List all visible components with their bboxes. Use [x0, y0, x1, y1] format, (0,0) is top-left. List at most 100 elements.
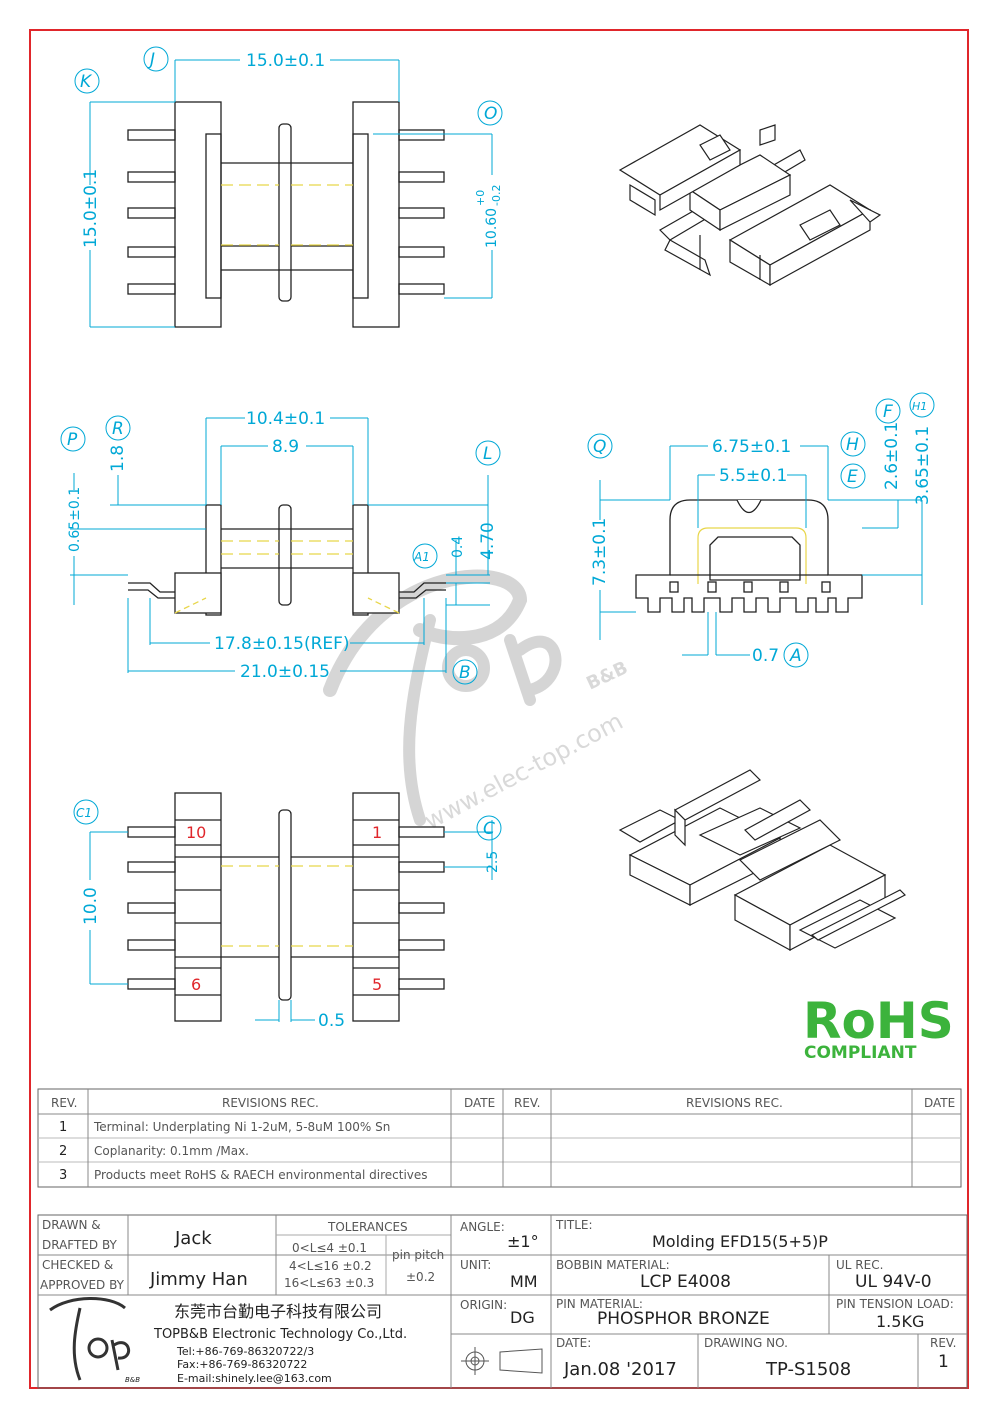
bobbin-label: BOBBIN MATERIAL:	[556, 1258, 670, 1272]
pin-pitch-label: pin pitch	[392, 1248, 444, 1262]
ul-label: UL REC.	[836, 1258, 883, 1272]
dim-side-inner: 10.4±0.1	[246, 409, 325, 429]
balloon-p: P	[60, 426, 86, 452]
date-value: Jan.08 '2017	[563, 1359, 677, 1380]
rev-row-3-num: 3	[59, 1168, 67, 1183]
top-view-dimensions	[89, 59, 493, 328]
dim-side-ref: 17.8±0.15(REF)	[214, 634, 350, 654]
origin-label: ORIGIN:	[460, 1298, 507, 1312]
pin-tension-value: 1.5KG	[876, 1312, 924, 1331]
rev-value: 1	[938, 1352, 949, 1372]
tol-1: 0<L≤4 ±0.1	[292, 1241, 367, 1255]
title-block: DRAWN & DRAFTED BY Jack CHECKED & APPROV…	[37, 1214, 968, 1389]
drawn-by: Jack	[174, 1228, 212, 1249]
balloon-b: B	[452, 659, 478, 685]
iso-view-bottom	[618, 769, 907, 952]
balloon-f: F	[875, 398, 901, 424]
top-view	[127, 101, 445, 328]
side-view	[128, 504, 446, 616]
dim-front-07: 0.7	[752, 646, 779, 666]
dim-side-89: 8.9	[272, 437, 299, 457]
ul-value: UL 94V-0	[855, 1272, 932, 1292]
company-en: TOPB&B Electronic Technology Co.,Ltd.	[153, 1327, 407, 1342]
checked-label-1: CHECKED &	[42, 1258, 113, 1272]
front-view	[635, 499, 863, 613]
rev-label: REV.	[930, 1336, 956, 1350]
tol-3: 16<L≤63 ±0.3	[284, 1276, 374, 1290]
top-view-pins-right	[398, 129, 445, 295]
unit-label: UNIT:	[460, 1258, 491, 1272]
rev-header-rev-2: REV.	[514, 1096, 540, 1110]
rev-header-date: DATE	[464, 1096, 495, 1110]
balloon-a: A	[783, 642, 809, 668]
rev-header-date-2: DATE	[924, 1096, 955, 1110]
pin-pitch-value: ±0.2	[406, 1270, 435, 1284]
bottom-view-pins-left	[127, 826, 176, 990]
dim-bottom-05: 0.5	[318, 1011, 345, 1031]
dim-top-height: 15.0±0.1	[81, 169, 101, 248]
svg-text:J: J	[147, 50, 155, 70]
bobbin-value: LCP E4008	[640, 1272, 731, 1292]
balloon-e: E	[840, 463, 866, 489]
rev-row-2-text: Coplanarity: 0.1mm /Max.	[94, 1144, 249, 1158]
svg-text:H: H	[846, 435, 859, 455]
tolerances-label: TOLERANCES	[327, 1220, 408, 1234]
title-value: Molding EFD15(5+5)P	[652, 1232, 828, 1251]
checked-label-2: APPROVED BY	[40, 1278, 125, 1292]
rohs-badge: RoHS COMPLIANT	[803, 992, 954, 1063]
rev-row-2-num: 2	[59, 1144, 67, 1159]
dim-front-55: 5.5±0.1	[719, 466, 787, 486]
dim-top-right-tol-upper: +0	[474, 190, 487, 206]
rev-header-rec-2: REVISIONS REC.	[686, 1096, 783, 1110]
svg-text:H1: H1	[912, 400, 927, 413]
svg-text:O: O	[484, 104, 497, 124]
dim-side-18: 1.8	[108, 445, 128, 472]
balloon-c1: C1	[73, 799, 99, 825]
drawing-no-value: TP-S1508	[765, 1359, 851, 1380]
balloon-l: L	[475, 440, 501, 466]
pin-label-5: 5	[372, 975, 382, 994]
dim-side-04: 0.4	[450, 536, 466, 558]
company-logo	[49, 1297, 130, 1381]
pin-label-10: 10	[186, 823, 206, 842]
rev-row-1-text: Terminal: Underplating Ni 1-2uM, 5-8uM 1…	[93, 1120, 390, 1134]
svg-text:R: R	[112, 419, 124, 439]
company-cn: 东莞市台勤电子科技有限公司	[174, 1302, 382, 1321]
svg-text:Q: Q	[593, 437, 606, 457]
pin-label-1: 1	[372, 823, 382, 842]
side-view-dimensions	[70, 417, 490, 673]
svg-text:L: L	[483, 444, 492, 464]
rev-row-3-text: Products meet RoHS & RAECH environmental…	[94, 1168, 428, 1182]
balloon-k: K	[74, 68, 100, 94]
balloon-j: J	[143, 46, 169, 72]
rev-header-rev: REV.	[51, 1096, 77, 1110]
rohs-logo: RoHS	[803, 992, 954, 1050]
svg-text:C1: C1	[76, 806, 92, 820]
balloon-a1: A1	[412, 543, 438, 569]
origin-value: DG	[510, 1308, 535, 1327]
dim-top-right-tol-lower: -0.2	[490, 185, 503, 206]
dim-front-675: 6.75±0.1	[712, 437, 791, 457]
title-label: TITLE:	[555, 1218, 593, 1232]
balloon-o: O	[477, 100, 503, 126]
svg-text:B: B	[459, 663, 471, 683]
dim-front-26: 2.6±0.1	[882, 422, 902, 490]
company-tel: Tel:+86-769-86320722/3	[176, 1345, 314, 1358]
unit-value: MM	[510, 1272, 538, 1291]
front-view-dimensions	[599, 445, 923, 656]
date-label: DATE:	[556, 1336, 591, 1350]
revisions-table: REV. REVISIONS REC. DATE REV. REVISIONS …	[37, 1088, 962, 1188]
logo-sub: B&B	[125, 1376, 140, 1384]
checked-by: Jimmy Han	[149, 1269, 248, 1290]
svg-text:E: E	[847, 467, 858, 487]
rohs-caption: COMPLIANT	[804, 1043, 917, 1063]
balloons: J K O P R L A1 B Q H H1 F E A C1 C	[60, 46, 935, 841]
watermark-brand: B&B	[583, 657, 631, 694]
svg-text:A1: A1	[413, 550, 430, 564]
company-fax: Fax:+86-769-86320722	[177, 1358, 307, 1371]
balloon-c: C	[476, 815, 502, 841]
rev-row-1-num: 1	[59, 1120, 67, 1135]
pin-material-label: PIN MATERIAL:	[556, 1297, 643, 1311]
drawn-label-1: DRAWN &	[42, 1218, 101, 1232]
